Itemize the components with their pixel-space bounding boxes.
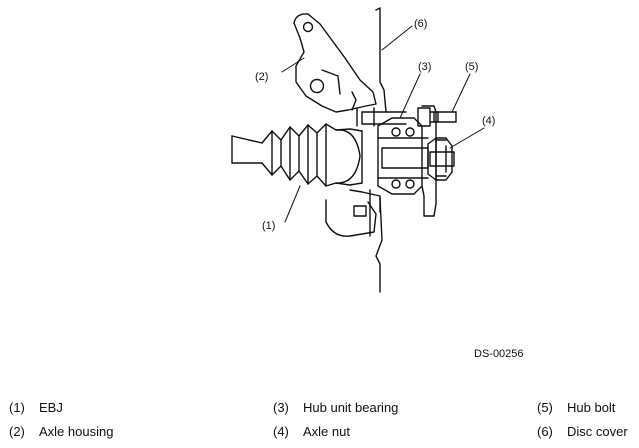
callout-2: (2) — [255, 71, 269, 83]
hub-flange — [421, 105, 447, 217]
legend-num: (3) — [273, 400, 289, 415]
legend-num: (1) — [9, 400, 25, 415]
legend-label: Axle housing — [39, 424, 114, 439]
legend-item-6: (6) Disc cover — [537, 424, 628, 439]
drive-shaft — [231, 135, 263, 164]
legend-item-4: (4) Axle nut — [273, 424, 350, 439]
leader-lines — [281, 25, 485, 223]
legend-num: (5) — [537, 400, 553, 415]
legend-label: Hub unit bearing — [303, 400, 399, 415]
legend-num: (6) — [537, 424, 553, 439]
legend-label: Axle nut — [303, 424, 350, 439]
legend-label: Disc cover — [567, 424, 628, 439]
ebj-boot — [261, 123, 363, 187]
hub-bolt — [417, 107, 457, 127]
hub-unit-bearing — [377, 117, 429, 195]
legend-item-3: (3) Hub unit bearing — [273, 400, 398, 415]
legend-num: (4) — [273, 424, 289, 439]
axle-housing — [293, 13, 407, 127]
callout-6: (6) — [414, 18, 428, 30]
callout-4: (4) — [482, 115, 496, 127]
axle-nut — [427, 137, 455, 181]
housing-lower — [325, 189, 381, 237]
callout-5: (5) — [465, 61, 479, 73]
legend-label: Hub bolt — [567, 400, 616, 415]
legend-label: EBJ — [39, 400, 63, 415]
figure-id: DS-00256 — [474, 348, 524, 360]
callout-3: (3) — [418, 61, 432, 73]
legend-item-5: (5) Hub bolt — [537, 400, 615, 415]
axle-assembly-diagram — [231, 7, 485, 293]
legend-item-1: (1) EBJ — [9, 400, 63, 415]
legend-num: (2) — [9, 424, 25, 439]
disc-cover — [375, 7, 387, 293]
callout-1: (1) — [262, 220, 276, 232]
legend-item-2: (2) Axle housing — [9, 424, 113, 439]
